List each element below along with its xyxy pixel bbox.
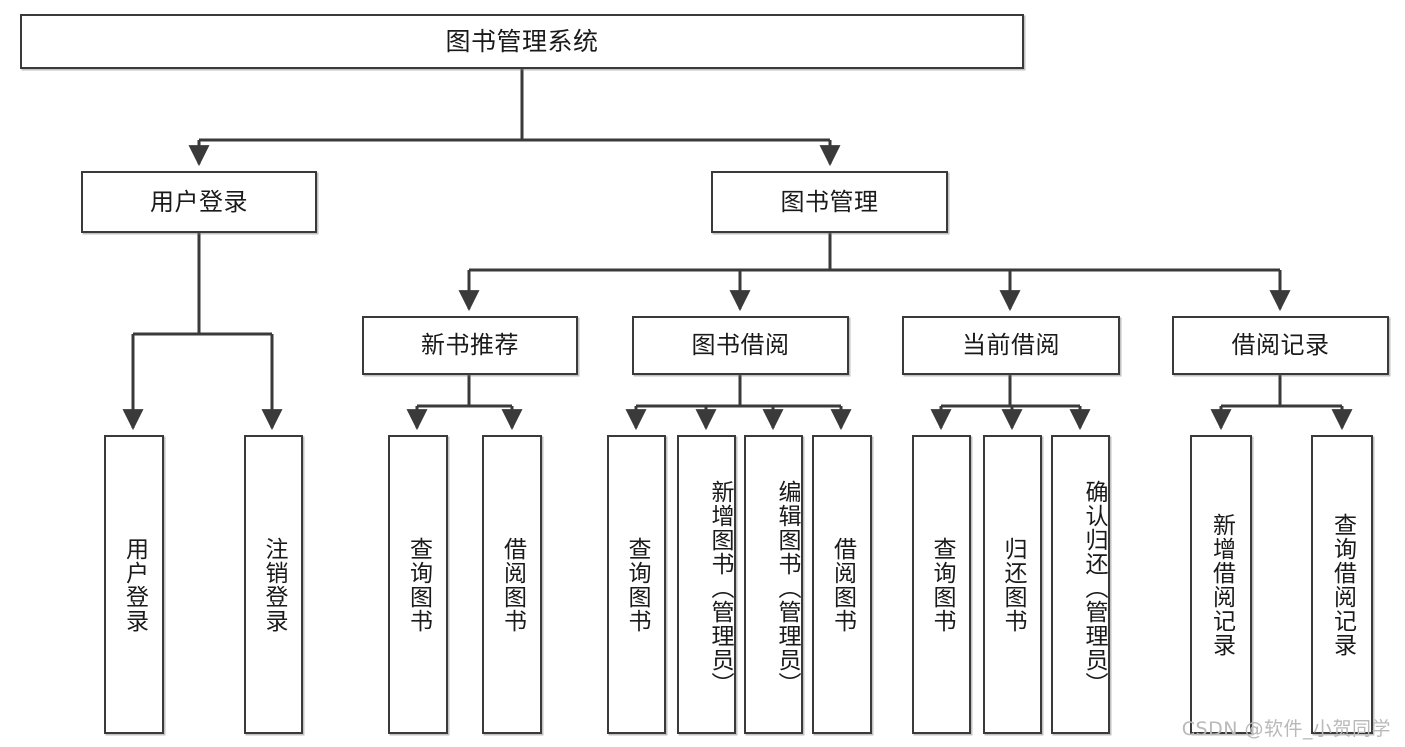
node-leaf-label: 编辑图书（管理员） <box>774 479 800 696</box>
node-leaf-query-book-1[interactable]: 查询图书 <box>388 435 448 734</box>
node-new-book-recommend-label: 新书推荐 <box>421 331 519 360</box>
node-book-borrow-label: 图书借阅 <box>691 331 790 360</box>
node-user-login[interactable]: 用户登录 <box>81 171 317 233</box>
node-leaf-label: 归还图书 <box>999 536 1026 633</box>
node-leaf-borrow-book-2[interactable]: 借阅图书 <box>812 435 872 734</box>
node-leaf-label: 借阅图书 <box>829 536 856 633</box>
node-leaf-label: 查询图书 <box>405 536 432 633</box>
node-leaf-add-borrow-record[interactable]: 新增借阅记录 <box>1190 435 1252 734</box>
node-borrow-record-label: 借阅记录 <box>1231 331 1330 360</box>
node-leaf-confirm-return-admin[interactable]: 确认归还（管理员） <box>1051 435 1110 734</box>
node-leaf-user-logout[interactable]: 注销登录 <box>244 435 303 734</box>
node-leaf-label: 新增图书（管理员） <box>707 479 733 696</box>
node-leaf-label: 注销登录 <box>260 536 287 633</box>
node-current-borrow[interactable]: 当前借阅 <box>902 316 1120 375</box>
node-current-borrow-label: 当前借阅 <box>962 331 1060 360</box>
node-leaf-label: 确认归还（管理员） <box>1081 479 1107 696</box>
node-leaf-user-login[interactable]: 用户登录 <box>104 435 164 734</box>
node-leaf-return-book[interactable]: 归还图书 <box>983 435 1042 734</box>
node-leaf-query-book-3[interactable]: 查询图书 <box>912 435 971 734</box>
node-leaf-query-book-2[interactable]: 查询图书 <box>607 435 666 734</box>
node-leaf-label: 查询借阅记录 <box>1329 512 1356 657</box>
node-leaf-borrow-book-1[interactable]: 借阅图书 <box>482 435 542 734</box>
node-leaf-label: 新增借阅记录 <box>1208 512 1235 657</box>
node-new-book-recommend[interactable]: 新书推荐 <box>362 316 578 375</box>
node-leaf-label: 查询图书 <box>623 536 650 633</box>
node-book-borrow[interactable]: 图书借阅 <box>632 316 849 375</box>
node-leaf-edit-book-admin[interactable]: 编辑图书（管理员） <box>744 435 803 734</box>
node-root-book-management-system[interactable]: 图书管理系统 <box>20 14 1024 69</box>
node-leaf-add-book-admin[interactable]: 新增图书（管理员） <box>677 435 736 734</box>
node-borrow-record[interactable]: 借阅记录 <box>1172 316 1389 375</box>
node-leaf-label: 查询图书 <box>928 536 955 633</box>
node-book-management[interactable]: 图书管理 <box>711 171 948 233</box>
node-user-login-label: 用户登录 <box>150 187 248 216</box>
node-leaf-label: 用户登录 <box>121 536 148 633</box>
csdn-watermark: CSDN @软件_小贺同学 <box>1181 718 1391 740</box>
node-root-label: 图书管理系统 <box>445 26 599 56</box>
node-book-management-label: 图书管理 <box>780 187 879 216</box>
node-leaf-query-borrow-record[interactable]: 查询借阅记录 <box>1311 435 1373 734</box>
node-leaf-label: 借阅图书 <box>499 536 526 633</box>
